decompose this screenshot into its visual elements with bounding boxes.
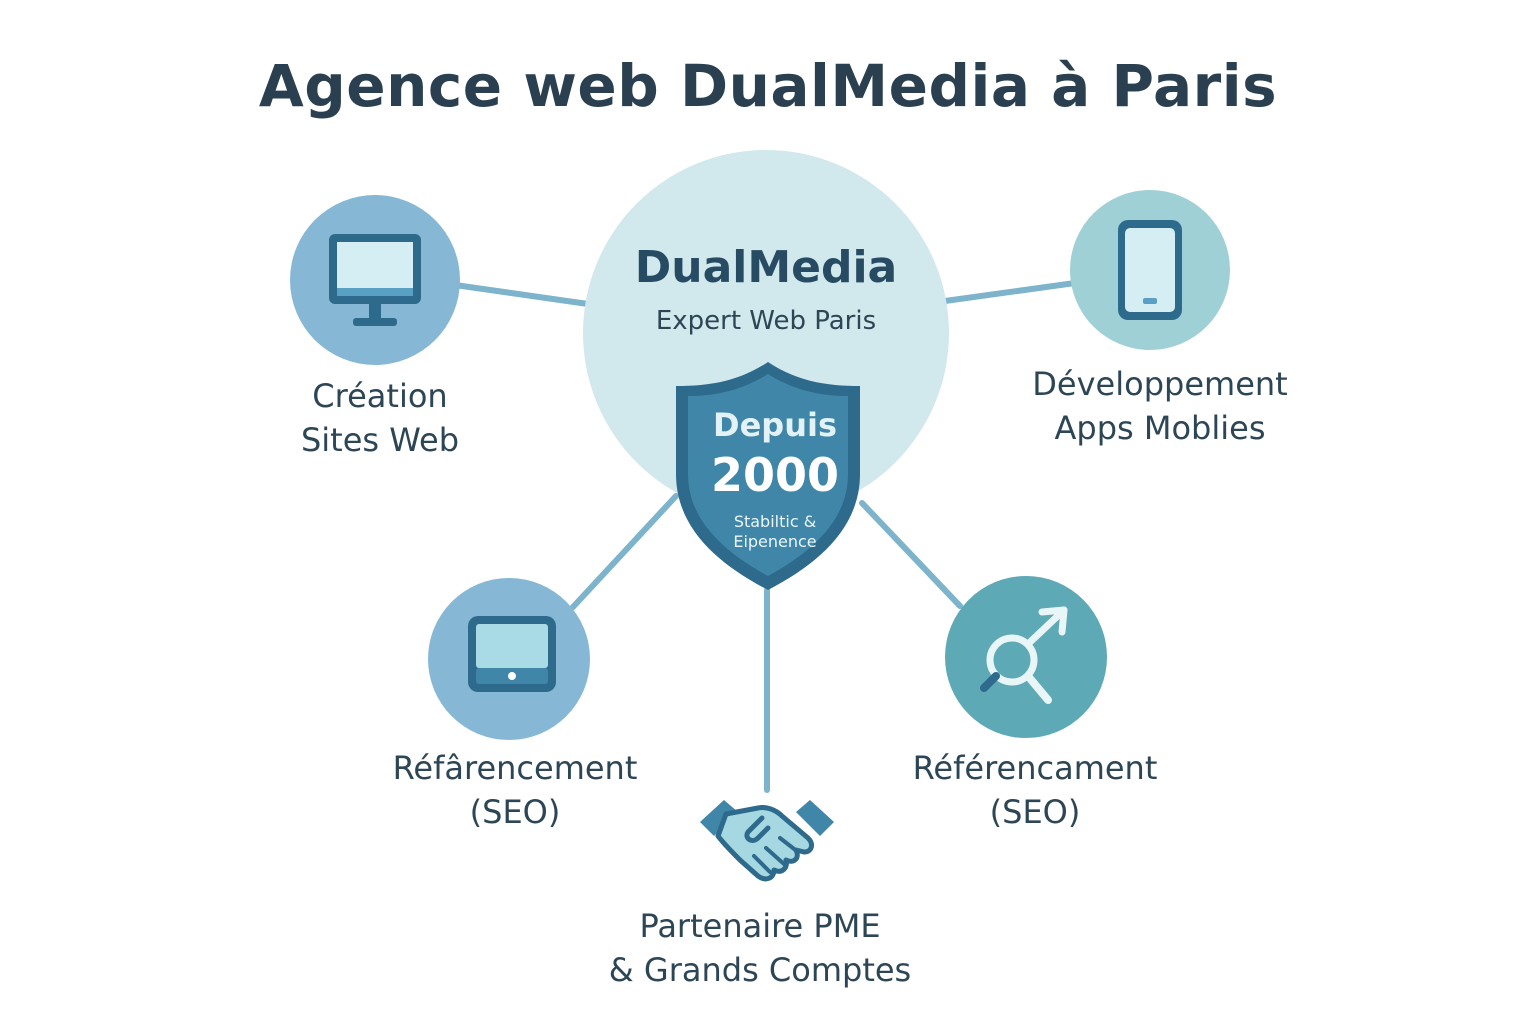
node-seo-left-label: Réfârencement (SEO) <box>340 746 690 834</box>
hub-subtitle: Expert Web Paris <box>655 306 877 336</box>
node-mobile-label: Développement Apps Moblies <box>990 362 1330 450</box>
monitor-icon <box>329 234 421 326</box>
magnifier-arrow-icon <box>980 606 1068 704</box>
node-partner-label-line-2: & Grands Comptes <box>608 951 912 989</box>
node-creation-label-line-2: Sites Web <box>300 421 460 459</box>
connector-seo-right <box>859 500 963 609</box>
connector-creation <box>452 282 591 307</box>
node-seo-right-label: Référencament (SEO) <box>860 746 1210 834</box>
diagram-title: Agence web DualMedia à Paris <box>258 52 1278 120</box>
badge-year: 2000 <box>710 448 840 502</box>
badge-tagline: Stabiltic & Eipenence <box>690 512 860 552</box>
node-creation-label: Création Sites Web <box>230 374 530 462</box>
node-seo-left-label-line-1: Réfârencement <box>392 749 638 787</box>
handshake-icon <box>700 800 834 882</box>
badge-tagline-line-1: Stabiltic & <box>733 512 817 531</box>
badge-tagline-line-2: Eipenence <box>733 532 817 551</box>
hub-name: DualMedia <box>634 242 898 293</box>
node-creation-label-line-1: Création <box>312 377 448 415</box>
node-mobile-label-line-2: Apps Moblies <box>1054 409 1266 447</box>
node-mobile-label-line-1: Développement <box>1032 365 1288 403</box>
node-seo-right-circle <box>945 576 1107 738</box>
connector-mobile <box>942 280 1078 304</box>
node-seo-left-label-line-2: (SEO) <box>469 793 561 831</box>
node-seo-right-label-line-1: Référencament <box>912 749 1158 787</box>
tablet-icon <box>468 616 556 692</box>
node-seo-right-label-line-2: (SEO) <box>989 793 1081 831</box>
badge-since: Depuis <box>713 406 837 444</box>
node-partner-label-line-1: Partenaire PME <box>639 907 881 945</box>
node-partner-label: Partenaire PME & Grands Comptes <box>560 904 960 992</box>
connector-seo-left <box>570 493 679 610</box>
shield-badge <box>676 362 860 590</box>
smartphone-icon <box>1118 220 1182 320</box>
